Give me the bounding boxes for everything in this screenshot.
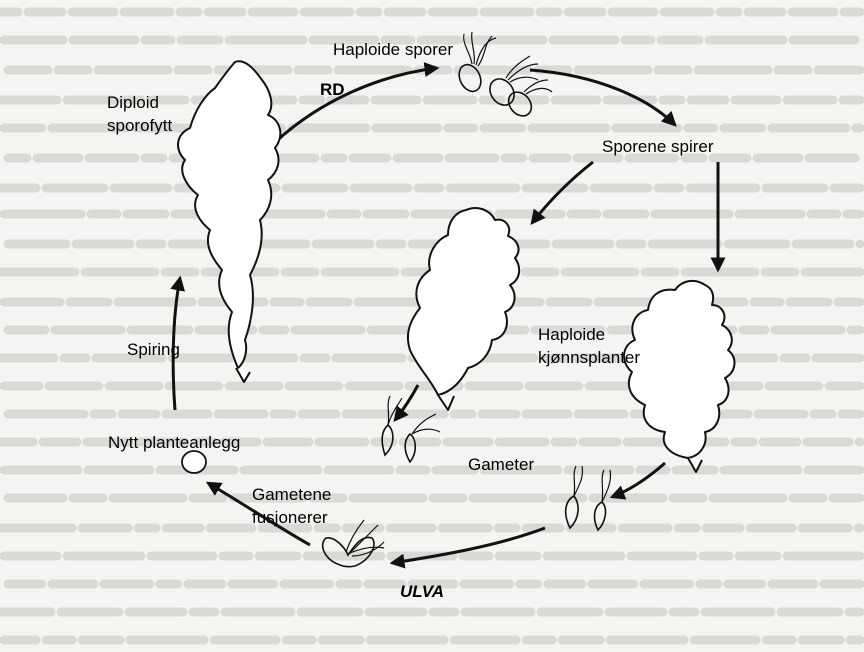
- arrow-right-plant-to-gametes: [612, 463, 665, 497]
- zygote-icon: [182, 451, 206, 473]
- label-new-plant: Nytt planteanlegg: [108, 433, 240, 452]
- label-diploid-line1: Diploid: [107, 93, 159, 112]
- arrow-gametes-to-fusion: [392, 528, 545, 563]
- haploid-plant-right-stipe: [688, 458, 702, 472]
- label-diploid-line2: sporofytt: [107, 116, 172, 135]
- arrow-spores-to-germinate: [530, 70, 675, 125]
- haploid-spores-icon: [455, 32, 552, 120]
- haploid-plant-right: [624, 281, 734, 458]
- label-haploid-spores: Haploide sporer: [333, 40, 453, 59]
- label-gametes-fuse-line1: Gametene: [252, 485, 331, 504]
- label-germination: Spiring: [127, 340, 180, 359]
- haploid-plant-left: [408, 208, 519, 395]
- label-haploid-plants-line1: Haploide: [538, 325, 605, 344]
- label-haploid-plants-line2: kjønnsplanter: [538, 348, 640, 367]
- gametes-right-icon: [566, 466, 611, 530]
- label-rd: RD: [320, 80, 345, 99]
- haploid-plant-left-stipe: [438, 395, 454, 410]
- title-ulva: ULVA: [400, 582, 444, 601]
- diploid-sporophyte-plant: [178, 61, 280, 368]
- gametes-left-icon: [382, 396, 440, 462]
- arrow-sporophyte-to-spores: [272, 68, 437, 145]
- label-spores-germinate: Sporene spirer: [602, 137, 714, 156]
- label-gametes: Gameter: [468, 455, 534, 474]
- sporophyte-stipe: [236, 368, 250, 382]
- gamete-fusion-icon: [323, 520, 384, 567]
- label-gametes-fuse-line2: fusjonerer: [252, 508, 328, 527]
- arrow-left-plant-to-gametes: [395, 385, 418, 420]
- arrow-germinate-to-left-plant: [532, 162, 593, 223]
